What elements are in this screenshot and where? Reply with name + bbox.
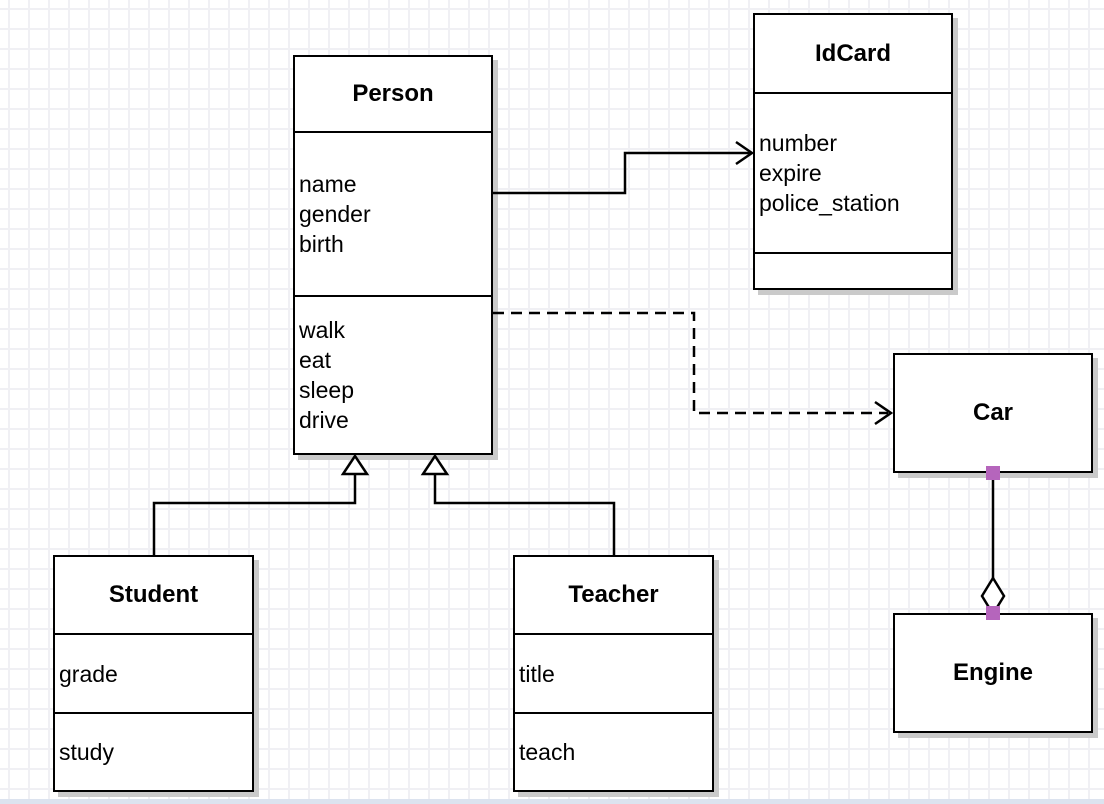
class-idcard-methods — [755, 252, 951, 288]
hollow-triangle-arrowhead-teacher — [420, 453, 450, 476]
class-student-title: Student — [108, 581, 199, 608]
class-teacher-title: Teacher — [568, 581, 659, 608]
method: sleep — [299, 377, 354, 403]
class-teacher-methods: teach — [515, 712, 712, 790]
attribute: expire — [759, 160, 822, 186]
bottom-edge-bar — [0, 799, 1104, 804]
dependency-person-car[interactable] — [493, 311, 894, 426]
class-car[interactable]: Car — [893, 353, 1093, 473]
method: teach — [519, 739, 576, 765]
class-person-title: Person — [352, 80, 434, 107]
class-student-attributes: grade — [55, 633, 252, 712]
generalization-line-student[interactable] — [152, 474, 357, 556]
generalization-student-person[interactable] — [152, 453, 370, 556]
class-engine-title: Engine — [952, 659, 1033, 686]
class-person-attributes: name gender birth — [295, 131, 491, 295]
class-student[interactable]: Student grade study — [53, 555, 254, 792]
association-line[interactable] — [493, 151, 750, 195]
open-arrowhead-car — [874, 400, 894, 426]
attribute: birth — [299, 231, 344, 257]
method: eat — [299, 347, 331, 373]
attribute: title — [519, 660, 555, 687]
class-student-methods: study — [55, 712, 252, 790]
attribute: name — [299, 171, 357, 197]
generalization-line-teacher[interactable] — [433, 474, 616, 556]
method: walk — [299, 317, 346, 343]
method: drive — [299, 407, 349, 433]
dependency-line[interactable] — [493, 311, 888, 415]
class-idcard[interactable]: IdCard number expire police_station — [753, 13, 953, 290]
class-teacher-attributes: title — [515, 633, 712, 712]
attribute: grade — [59, 660, 118, 687]
attribute: number — [759, 130, 837, 156]
class-person-methods: walk eat sleep drive — [295, 295, 491, 453]
class-car-title: Car — [972, 399, 1014, 426]
method: study — [59, 739, 114, 765]
aggregation-car-engine[interactable] — [980, 466, 1006, 620]
association-person-idcard[interactable] — [493, 140, 755, 195]
class-person[interactable]: Person name gender birth walk eat sleep … — [293, 55, 493, 455]
attribute: police_station — [759, 190, 900, 216]
class-idcard-title: IdCard — [814, 39, 891, 67]
class-teacher[interactable]: Teacher title teach — [513, 555, 714, 792]
aggregation-diamond — [980, 575, 1006, 617]
hollow-triangle-arrowhead-student — [340, 453, 370, 476]
class-engine[interactable]: Engine — [893, 613, 1093, 733]
open-arrowhead-idcard — [735, 140, 755, 166]
class-idcard-attributes: number expire police_station — [755, 92, 951, 252]
generalization-teacher-person[interactable] — [420, 453, 616, 556]
attribute: gender — [299, 201, 371, 227]
